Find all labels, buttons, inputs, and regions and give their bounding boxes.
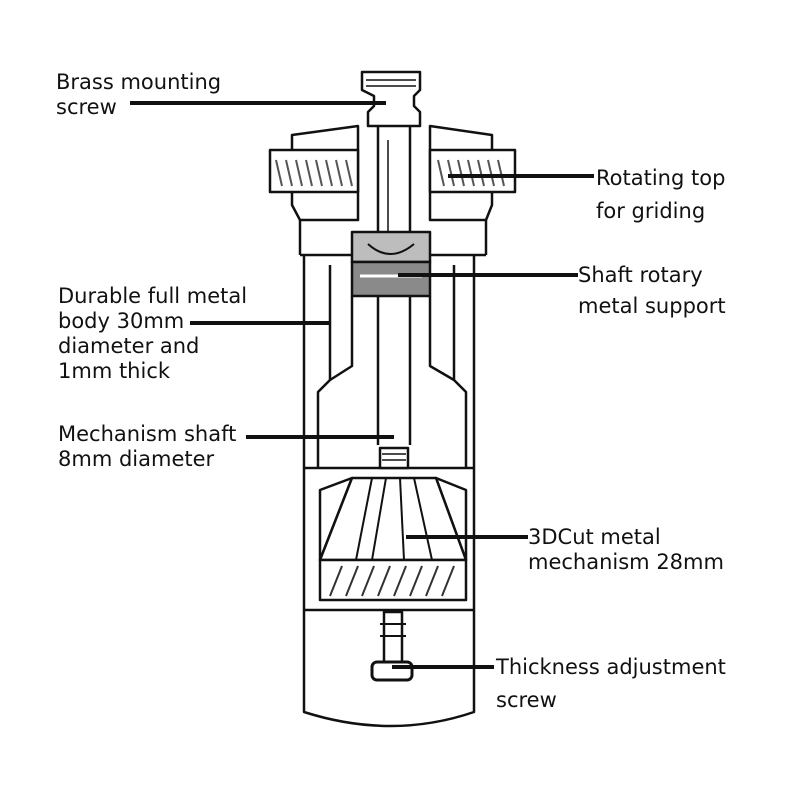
adjustment-screw-shape (370, 610, 414, 682)
label-metal-body: Durable full metal body 30mm diameter an… (58, 284, 247, 384)
label-rotating-top: Rotating top for griding (596, 166, 725, 224)
label-brass-screw: Brass mounting screw (56, 70, 221, 120)
label-line: screw (496, 688, 557, 712)
brass-screw-shape (360, 70, 422, 128)
label-line: Durable full metal (58, 284, 248, 308)
label-line: metal support (578, 294, 726, 318)
label-line: 1mm thick (58, 359, 171, 383)
label-line: diameter and (58, 334, 200, 358)
label-thickness-screw: Thickness adjustment screw (496, 655, 726, 713)
label-line: mechanism 28mm (528, 550, 724, 574)
label-line: screw (56, 95, 117, 119)
label-shaft-support: Shaft rotary metal support (578, 263, 726, 319)
label-line: Thickness adjustment (496, 655, 726, 679)
mechanism-shape (318, 446, 468, 602)
shaft-support-shape (350, 230, 432, 298)
rotating-top-shape (268, 124, 517, 257)
label-metal-mechanism: 3DCut metal mechanism 28mm (528, 525, 724, 575)
leader-lines (130, 101, 594, 669)
label-line: Shaft rotary (578, 263, 703, 287)
label-line: Brass mounting (56, 70, 222, 94)
label-line: 3DCut metal (528, 525, 661, 549)
label-line: for griding (596, 199, 706, 223)
label-line: 8mm diameter (58, 447, 215, 471)
label-line: body 30mm (58, 309, 185, 333)
label-line: Mechanism shaft (58, 422, 237, 446)
label-line: Rotating top (596, 166, 726, 190)
label-mechanism-shaft: Mechanism shaft 8mm diameter (58, 422, 236, 472)
